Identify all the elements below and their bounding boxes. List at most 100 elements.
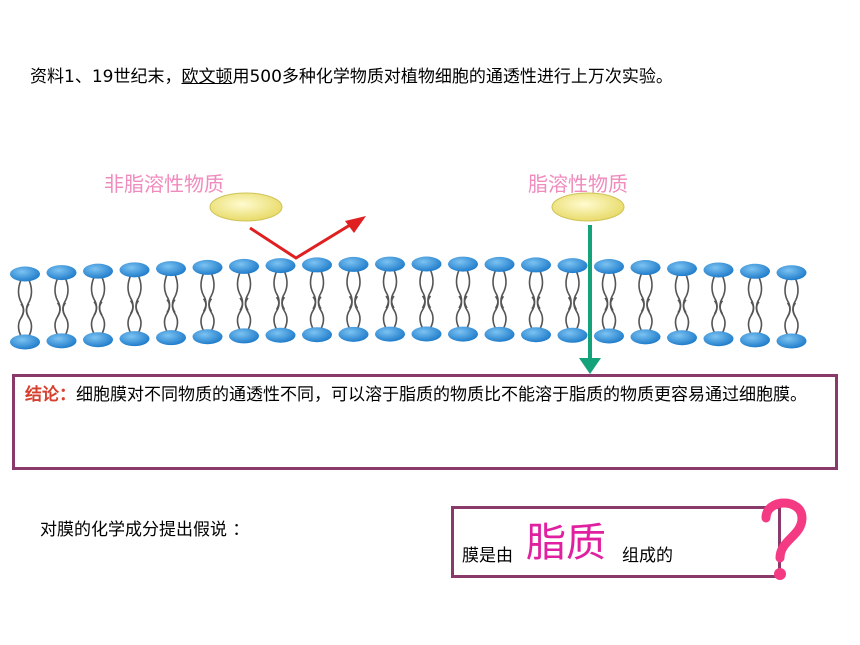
lipid-tail — [638, 298, 645, 332]
lipid-head — [119, 262, 150, 278]
lipid-tail — [317, 296, 325, 330]
lipid-tail — [711, 300, 718, 334]
lipid-head — [521, 257, 551, 273]
lipid-bilayer — [10, 256, 807, 350]
lipid-tail — [682, 299, 690, 333]
lipid-head — [229, 328, 259, 344]
lipid-tail — [90, 301, 98, 335]
lipid-head — [10, 334, 40, 350]
lipid-tail — [565, 296, 572, 330]
lipid-tail — [273, 296, 280, 330]
lipid-tail — [17, 303, 25, 337]
lipid-head — [594, 258, 624, 274]
lipid-head — [484, 326, 515, 342]
lipid-tail — [382, 295, 390, 329]
hypothesis-prompt: 对膜的化学成分提出假说 ： — [40, 520, 250, 540]
hypothesis-key: 脂质 — [526, 520, 606, 566]
lipid-head — [156, 261, 186, 277]
lipid-tail — [200, 298, 207, 332]
intro-part1: 资料1、19世纪末， — [30, 67, 182, 87]
lipid-tail — [792, 302, 799, 336]
lipid-head — [83, 263, 113, 279]
lipid-head — [448, 256, 478, 272]
lipid-tail — [784, 302, 791, 336]
lipid-tail — [208, 298, 215, 332]
lipid-tail — [646, 298, 653, 332]
lipid-head — [484, 256, 515, 272]
lipid-head — [411, 326, 442, 342]
label-nonlipid: 非脂溶性物质 — [104, 172, 224, 196]
intro-part2: 用500多种化学物质对植物细胞的通透性进行上万次实验。 — [232, 67, 673, 87]
conclusion-text: 细胞膜对不同物质的通透性不同，可以溶于脂质的物质比不能溶于脂质的物质更容易通过细… — [76, 385, 807, 405]
lipid-head — [265, 258, 296, 274]
reject-arrowhead — [345, 216, 366, 233]
conclusion-key: 结论： — [25, 385, 76, 405]
lipid-tail — [354, 295, 361, 329]
lipid-tail — [463, 295, 471, 329]
hypothesis-pre: 膜是由 — [462, 546, 513, 566]
conclusion-box: 结论：细胞膜对不同物质的通透性不同，可以溶于脂质的物质比不能溶于脂质的物质更容易… — [12, 374, 838, 470]
reject-arrow-line — [249, 223, 351, 260]
lipid-head — [557, 258, 588, 274]
lipid-tail — [500, 295, 507, 329]
lipid-head — [557, 327, 588, 343]
lipid-head — [740, 332, 770, 348]
lipid-head — [46, 265, 77, 281]
lipid-head — [192, 259, 223, 275]
lipid-head — [229, 258, 259, 274]
intro-person: 欧文顿 — [181, 67, 233, 87]
lipid-head — [703, 262, 734, 278]
lipid-tail — [455, 295, 463, 329]
lipid-head — [776, 265, 807, 281]
lipid-head — [776, 333, 807, 349]
lipid-tail — [244, 297, 252, 331]
lipid-tail — [747, 301, 755, 335]
lipid-head — [630, 329, 661, 345]
lipid-tail — [609, 297, 617, 331]
lipid-head — [375, 326, 405, 342]
lipid-tail — [346, 295, 353, 329]
lipid-tail — [127, 300, 134, 334]
question-mark-icon — [761, 498, 807, 580]
nonlipid-particle — [209, 192, 283, 222]
lipid-tail — [719, 300, 726, 334]
lipid-head — [338, 326, 369, 342]
lipid-head — [302, 257, 332, 273]
lipid-tail — [528, 296, 536, 330]
lipid-head — [740, 263, 770, 279]
lipid-head — [10, 266, 40, 282]
lipid-head — [192, 329, 223, 345]
lipid-head — [119, 331, 150, 347]
lipid-head — [302, 327, 332, 343]
lipid-tail — [54, 302, 61, 336]
lipid-tail — [171, 299, 179, 333]
lipid-tail — [601, 297, 609, 331]
lipid-tail — [98, 301, 106, 335]
lipid-head — [46, 333, 77, 349]
lipid-head — [375, 256, 405, 272]
pass-arrowhead — [579, 358, 601, 374]
lipid-particle — [551, 192, 625, 222]
lipid-tail — [427, 295, 434, 329]
lipid-tail — [25, 303, 33, 337]
lipid-tail — [536, 296, 544, 330]
lipid-head — [265, 327, 296, 343]
hypothesis-box — [451, 506, 781, 578]
lipid-tail — [236, 297, 244, 331]
lipid-head — [411, 256, 442, 272]
lipid-tail — [62, 302, 69, 336]
lipid-head — [667, 330, 697, 346]
lipid-head — [630, 260, 661, 276]
lipid-tail — [492, 295, 499, 329]
lipid-tail — [419, 295, 426, 329]
lipid-head — [521, 327, 551, 343]
hypothesis-post: 组成的 — [622, 546, 673, 566]
lipid-tail — [390, 295, 398, 329]
lipid-head — [83, 332, 113, 348]
lipid-head — [338, 256, 369, 272]
lipid-head — [667, 261, 697, 277]
label-lipid: 脂溶性物质 — [528, 172, 628, 196]
lipid-tail — [281, 296, 288, 330]
lipid-tail — [674, 299, 682, 333]
intro-text: 资料1、19世纪末，欧文顿用500多种化学物质对植物细胞的通透性进行上万次实验。 — [30, 62, 673, 87]
